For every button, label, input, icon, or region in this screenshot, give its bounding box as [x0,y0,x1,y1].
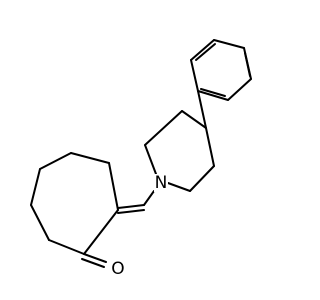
nitrogen-methylidene-bond [143,190,155,206]
phenyl-double-bond-1 [195,43,216,61]
molecule-canvas: N O [30,39,252,279]
phenyl-piperidine-bond [197,90,207,129]
exocyclic-double-bond-a [117,204,145,209]
piperidine-bond-4 [167,182,191,192]
heptane-bond-3 [39,152,72,170]
piperidine-bond-6 [205,127,215,167]
piperidine-bond-5 [189,165,215,192]
exocyclic-double-bond-b [117,209,145,214]
phenyl-bond-6 [190,59,199,92]
phenyl-bond-4 [227,78,252,101]
cycloheptanone-ring [30,152,119,255]
piperidine-ring [144,110,215,192]
piperidine-bond-2 [144,110,183,146]
molecule-structure-diagram: N O [30,39,252,279]
heptane-bond-4 [30,168,41,206]
heptane-bond-6 [48,239,85,255]
heptane-bond-7 [83,209,119,255]
heptane-bond-2 [70,152,110,164]
phenyl-bond-2 [213,39,245,49]
heptane-bond-5 [30,204,50,241]
carbonyl-bond-b [81,258,105,268]
oxygen-label: O [111,259,124,279]
nitrogen-label-background [154,174,168,192]
nitrogen-label: N [155,173,168,193]
phenyl-double-bond-2 [244,52,251,77]
phenyl-bond-5 [197,90,229,101]
oxygen-label-background [110,260,126,278]
phenyl-ring [190,39,252,101]
heptane-bond-1 [108,162,119,211]
piperidine-bond-3 [144,144,157,175]
phenyl-bond-1 [190,39,215,61]
phenyl-double-bond-3 [200,88,226,97]
piperidine-bond-1 [181,110,207,129]
carbonyl-bond-a [83,253,107,263]
